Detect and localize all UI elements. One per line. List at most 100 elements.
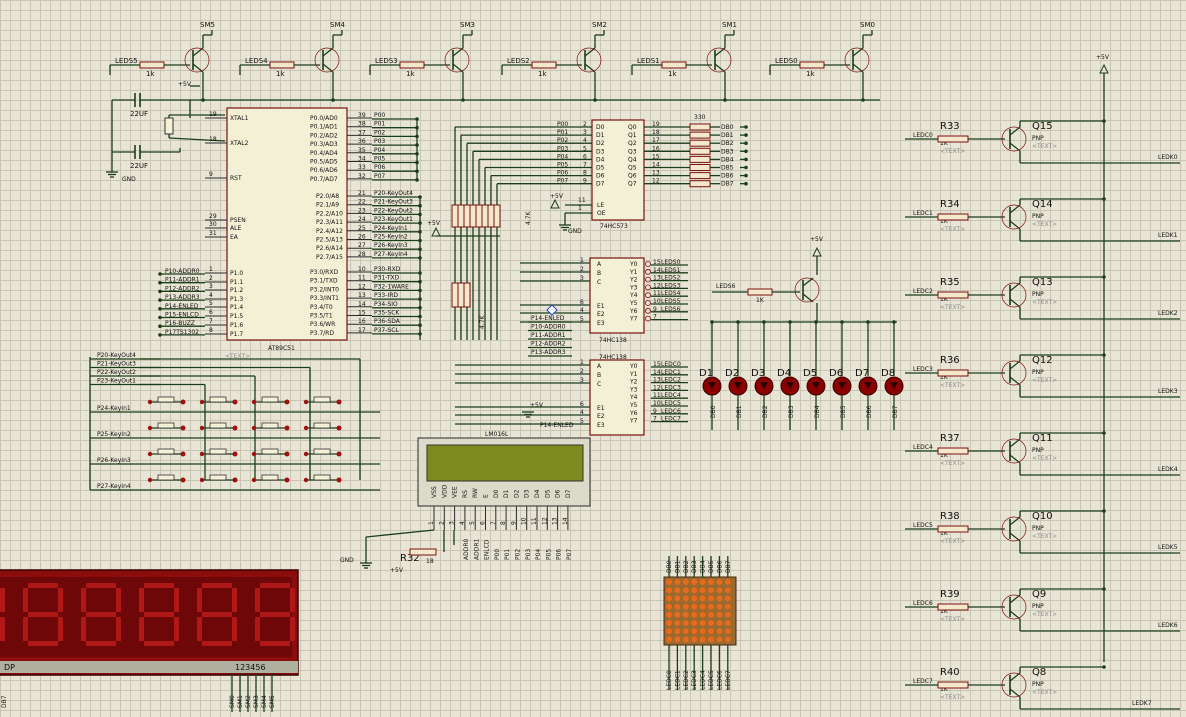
pullup-resistor[interactable] xyxy=(463,282,471,308)
key-cap[interactable] xyxy=(313,474,331,481)
matrix-body[interactable] xyxy=(663,576,737,646)
key-cap[interactable] xyxy=(209,474,227,481)
output-resistor[interactable] xyxy=(689,147,711,155)
pnp-transistor-3[interactable] xyxy=(576,47,602,73)
key-switch[interactable] xyxy=(199,396,238,405)
key-cap[interactable] xyxy=(261,396,279,403)
key-switch[interactable] xyxy=(199,448,238,457)
pullup-resistor[interactable] xyxy=(457,282,465,308)
pnp-transistor[interactable] xyxy=(1001,126,1027,152)
key-cap[interactable] xyxy=(261,474,279,481)
key-cap[interactable] xyxy=(261,448,279,455)
pnp-transistor[interactable] xyxy=(1001,204,1027,230)
pullup-resistor[interactable] xyxy=(463,204,471,228)
key-switch[interactable] xyxy=(147,422,186,431)
key-switch[interactable] xyxy=(251,474,290,483)
pnp-transistor[interactable] xyxy=(1001,282,1027,308)
key-switch[interactable] xyxy=(303,422,342,431)
base-resistor[interactable] xyxy=(937,525,969,533)
decoder1-body[interactable] xyxy=(589,257,645,334)
base-resistor[interactable] xyxy=(799,61,825,69)
base-resistor[interactable] xyxy=(937,603,969,611)
output-resistor[interactable] xyxy=(689,164,711,171)
lcd-lm016l[interactable]: LM016LVSS1VDD2VEE3RS4RW5E6D07D18D29D310D… xyxy=(340,431,591,574)
probe-icon[interactable] xyxy=(546,304,558,316)
pnp-transistor-4[interactable] xyxy=(706,47,732,73)
pnp-transistor-0[interactable] xyxy=(184,47,210,73)
base-resistor[interactable] xyxy=(139,61,165,69)
key-cap[interactable] xyxy=(209,396,227,403)
key-switch[interactable] xyxy=(199,422,238,431)
key-cap[interactable] xyxy=(157,396,175,403)
base-resistor[interactable] xyxy=(937,135,969,143)
keypad-4x4[interactable]: P20-KeyOut4P21-KeyOut3P22-KeyOut2P23-Key… xyxy=(89,352,380,491)
key-switch[interactable] xyxy=(199,474,238,483)
output-resistor[interactable] xyxy=(689,180,711,188)
crystal-icon[interactable] xyxy=(164,117,174,135)
pullup-resistor[interactable] xyxy=(469,204,477,228)
key-cap[interactable] xyxy=(209,448,227,455)
pnp-transistor[interactable] xyxy=(1001,672,1027,698)
led-bank[interactable]: LEDS61K+5VD1DB0D2DB1D3DB2D4DB3D5DB4D6DB5… xyxy=(699,236,904,430)
key-cap[interactable] xyxy=(157,422,175,429)
key-cap[interactable] xyxy=(157,474,175,481)
key-cap[interactable] xyxy=(313,396,331,403)
key-cap[interactable] xyxy=(261,422,279,429)
latch-body[interactable] xyxy=(591,119,645,221)
pullup-resistor[interactable] xyxy=(493,204,501,228)
output-resistor[interactable] xyxy=(689,172,711,180)
contrast-pot[interactable] xyxy=(409,548,437,556)
pullup-resistor[interactable] xyxy=(451,282,459,308)
key-switch[interactable] xyxy=(147,396,186,405)
key-cap[interactable] xyxy=(313,448,331,455)
pnp-transistor-5[interactable] xyxy=(844,47,870,73)
base-resistor[interactable] xyxy=(937,291,969,299)
key-switch[interactable] xyxy=(303,448,342,457)
pnp-transistor[interactable] xyxy=(1001,360,1027,386)
key-switch[interactable] xyxy=(251,448,290,457)
pullup-resistor[interactable] xyxy=(481,204,489,228)
key-switch[interactable] xyxy=(251,422,290,431)
base-resistor[interactable] xyxy=(937,447,969,455)
pnp-transistor[interactable] xyxy=(1001,438,1027,464)
pullup-resistor[interactable] xyxy=(487,204,495,228)
output-resistor[interactable] xyxy=(689,123,711,131)
pullup-resistor[interactable] xyxy=(475,204,483,228)
base-resistor[interactable] xyxy=(531,61,557,69)
key-switch[interactable] xyxy=(147,448,186,457)
base-resistor[interactable] xyxy=(937,369,969,377)
base-resistor[interactable] xyxy=(399,61,425,69)
base-resistor[interactable] xyxy=(937,681,969,689)
decoder2-body[interactable] xyxy=(589,359,645,436)
led-driver-resistor[interactable] xyxy=(747,288,773,296)
pnp-transistor-1[interactable] xyxy=(314,47,340,73)
output-resistor[interactable] xyxy=(689,155,711,163)
output-resistor[interactable] xyxy=(689,131,711,139)
pullup-resistor[interactable] xyxy=(451,204,459,228)
pnp-transistor-2[interactable] xyxy=(444,47,470,73)
key-switch[interactable] xyxy=(251,396,290,405)
